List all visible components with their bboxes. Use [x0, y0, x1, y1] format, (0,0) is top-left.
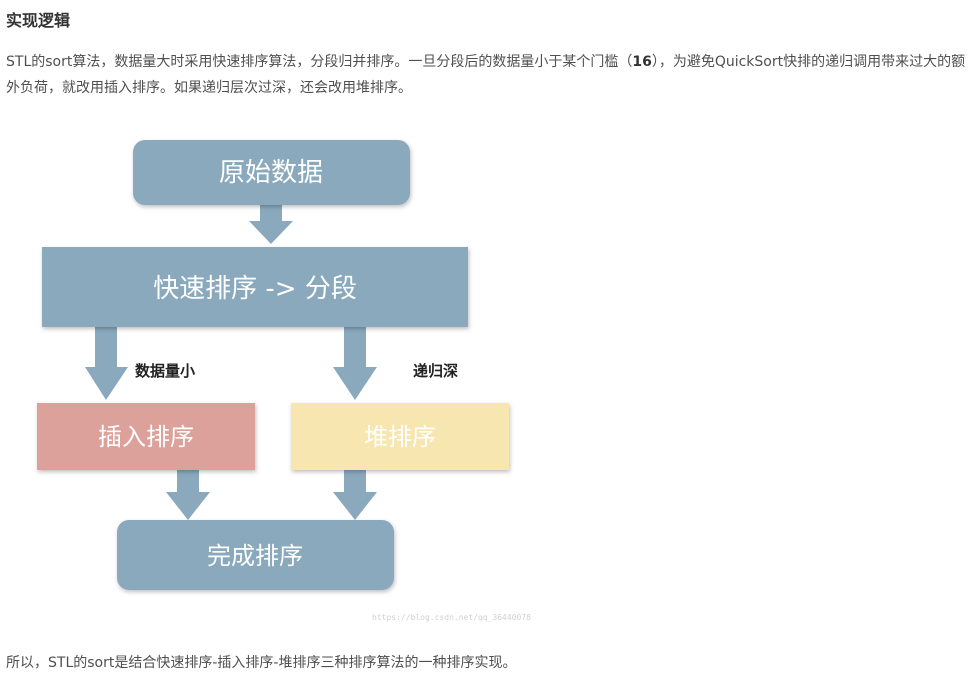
node-raw-data-label: 原始数据	[219, 158, 323, 188]
arrow-quick-to-insertion	[85, 327, 128, 400]
image-watermark: https://blog.csdn.net/qq_36440078	[372, 613, 531, 622]
threshold-value: 16	[632, 54, 652, 70]
node-quick-sort: 快速排序 -> 分段	[42, 247, 468, 327]
arrow-heap-to-done	[333, 470, 377, 520]
node-insertion-sort-label: 插入排序	[98, 423, 194, 451]
intro-paragraph: STL的sort算法，数据量大时采用快速排序算法，分段归并排序。一旦分段后的数据…	[6, 49, 974, 101]
arrow-insertion-to-done	[166, 470, 210, 520]
edge-label-deep-recursion: 递归深	[413, 362, 458, 380]
intro-text-part-1: STL的sort算法，数据量大时采用快速排序算法，分段归并排序。一旦分段后的数据…	[6, 54, 633, 70]
article-heading: 实现逻辑	[6, 11, 71, 30]
conclusion-paragraph: 所以，STL的sort是结合快速排序-插入排序-堆排序三种排序算法的一种排序实现…	[6, 655, 517, 671]
node-quick-sort-label: 快速排序 -> 分段	[153, 274, 357, 304]
intro-text-part-2: ），为避免QuickSort快排的递归调用带来过大的额外负荷，就改用插入排序。如…	[6, 54, 966, 96]
node-done: 完成排序	[117, 520, 394, 590]
node-insertion-sort: 插入排序	[37, 403, 255, 470]
arrow-raw-to-quick	[249, 205, 293, 244]
edge-label-small-data: 数据量小	[135, 362, 195, 380]
node-done-label: 完成排序	[207, 542, 303, 570]
node-heap-sort-label: 堆排序	[364, 423, 436, 451]
arrow-quick-to-heap	[333, 327, 377, 400]
node-heap-sort: 堆排序	[291, 403, 509, 470]
node-raw-data: 原始数据	[133, 140, 410, 205]
